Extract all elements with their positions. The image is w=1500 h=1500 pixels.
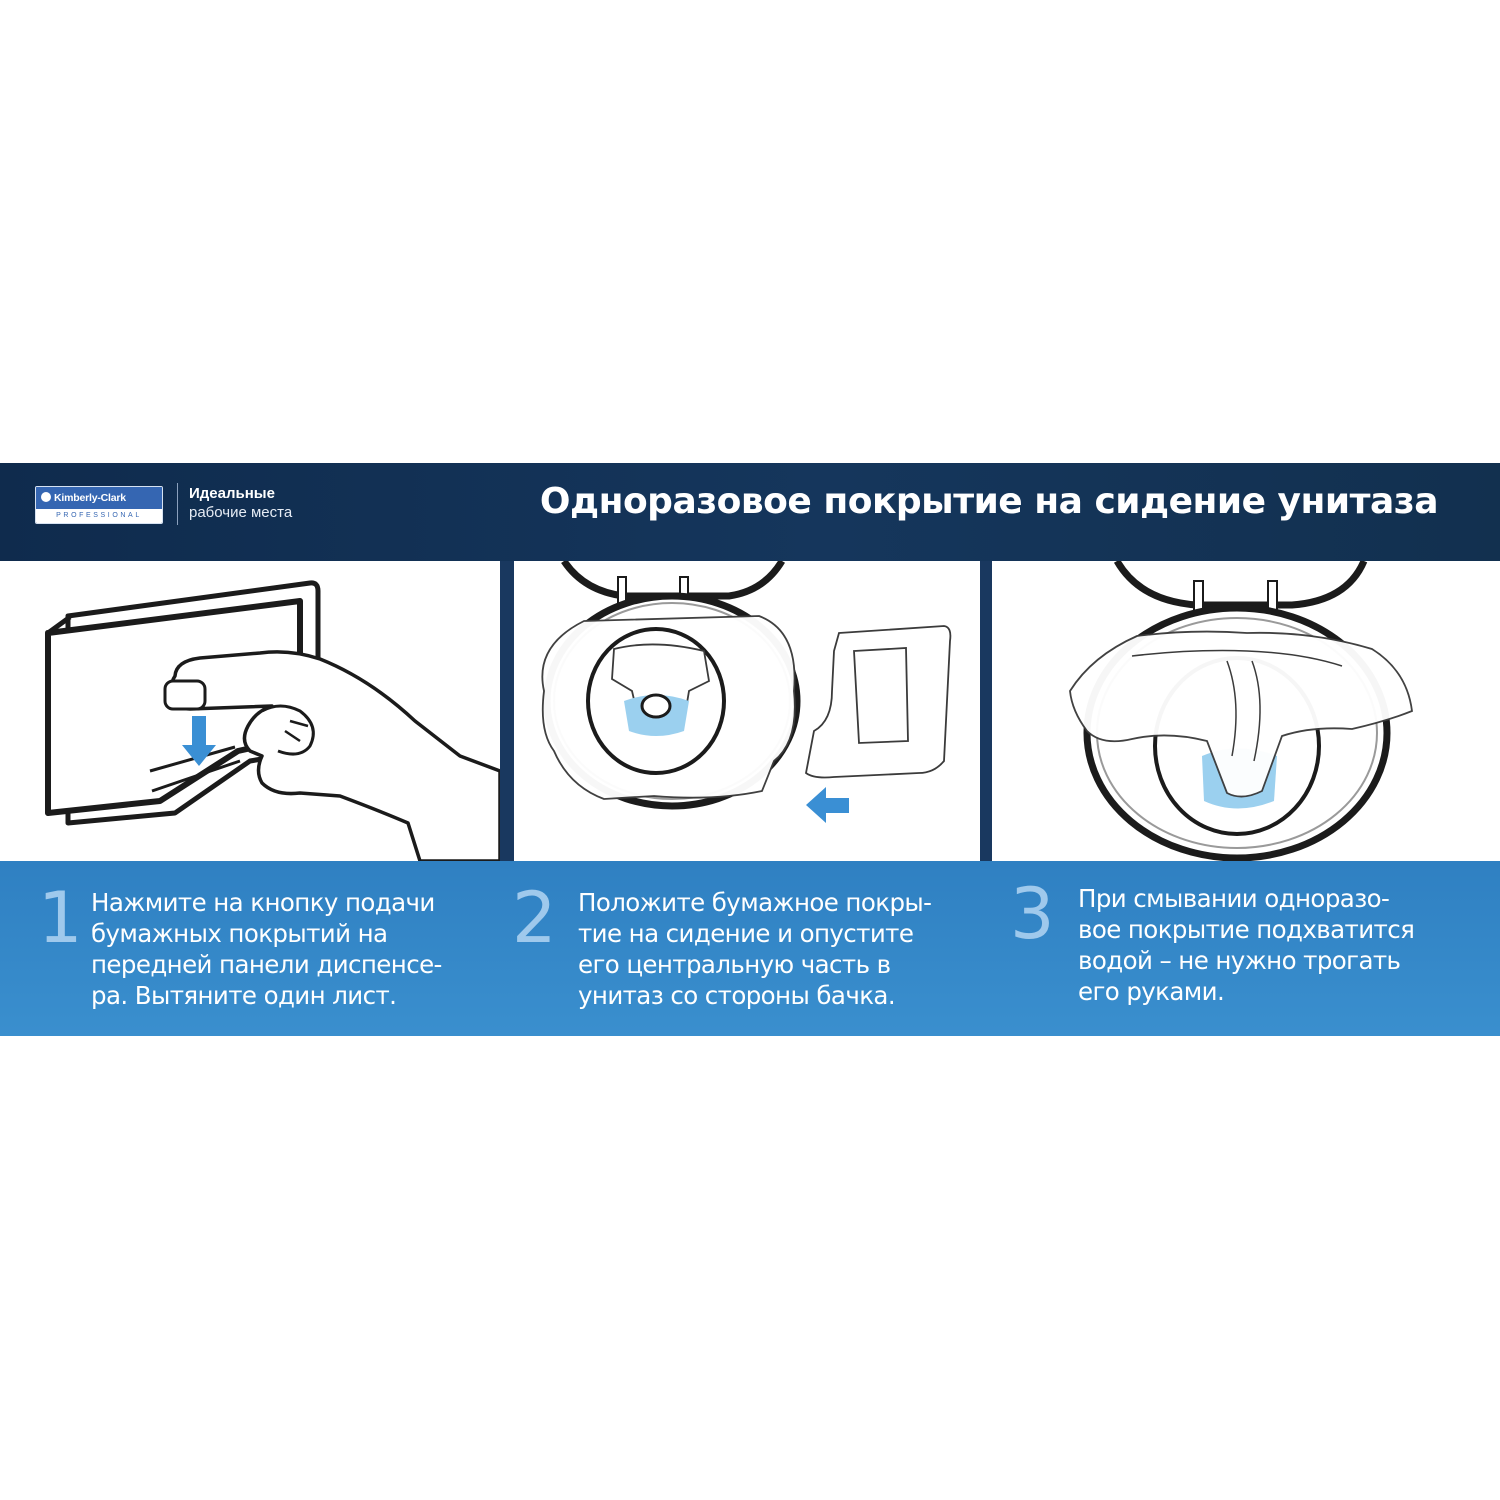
panel-step-1 xyxy=(0,561,500,861)
step-3-line-3: водой – не нужно трогать xyxy=(1078,946,1401,975)
step-2-line-3: его центральную часть в xyxy=(578,950,891,979)
step-text-1: Нажмите на кнопку подачи бумажных покрыт… xyxy=(91,887,442,1011)
step-1-line-1: Нажмите на кнопку подачи xyxy=(91,888,435,917)
step-3: 3 При смывании одноразо- вое покрытие по… xyxy=(1000,861,1500,1036)
instruction-card: Kimberly-Clark PROFESSIONAL Идеальные ра… xyxy=(0,463,1500,1036)
step-2-line-2: тие на сидение и опустите xyxy=(578,919,914,948)
step-number-3: 3 xyxy=(1010,873,1055,955)
step-1: 1 Нажмите на кнопку подачи бумажных покр… xyxy=(0,861,500,1036)
step-3-line-4: его руками. xyxy=(1078,977,1225,1006)
header-bar: Kimberly-Clark PROFESSIONAL Идеальные ра… xyxy=(0,463,1500,561)
step-text-2: Положите бумажное покры- тие на сидение … xyxy=(578,887,932,1011)
step-2-line-4: унитаз со стороны бачка. xyxy=(578,981,896,1010)
steps-strip: 1 Нажмите на кнопку подачи бумажных покр… xyxy=(0,861,1500,1036)
step-1-line-3: передней панели диспенсе- xyxy=(91,950,442,979)
step-number-1: 1 xyxy=(38,877,83,959)
page-title: Одноразовое покрытие на сидение унитаза xyxy=(539,481,1439,522)
step-number-2: 2 xyxy=(512,877,557,959)
tagline: Идеальные рабочие места xyxy=(189,484,292,523)
logo-sub: PROFESSIONAL xyxy=(36,509,162,523)
flushing-illustration xyxy=(1069,561,1413,861)
panel-step-3 xyxy=(992,561,1500,861)
header-divider xyxy=(177,483,178,525)
dispenser-illustration xyxy=(45,580,500,861)
step-text-3: При смывании одноразо- вое покрытие подх… xyxy=(1078,883,1415,1007)
seal-icon xyxy=(41,492,51,503)
step-3-line-1: При смывании одноразо- xyxy=(1078,884,1390,913)
toilet-seat-cover-illustration xyxy=(541,561,952,823)
step-3-line-2: вое покрытие подхватится xyxy=(1078,915,1415,944)
kimberly-clark-logo: Kimberly-Clark PROFESSIONAL xyxy=(35,486,163,524)
step-1-line-4: ра. Вытяните один лист. xyxy=(91,981,397,1010)
panel-step-2 xyxy=(514,561,980,861)
step-2-line-1: Положите бумажное покры- xyxy=(578,888,932,917)
logo-name: Kimberly-Clark xyxy=(54,492,126,504)
tagline-line-2: рабочие места xyxy=(189,504,293,521)
tagline-line-1: Идеальные xyxy=(189,485,275,502)
step-1-line-2: бумажных покрытий на xyxy=(91,919,388,948)
step-2: 2 Положите бумажное покры- тие на сидени… xyxy=(500,861,1000,1036)
